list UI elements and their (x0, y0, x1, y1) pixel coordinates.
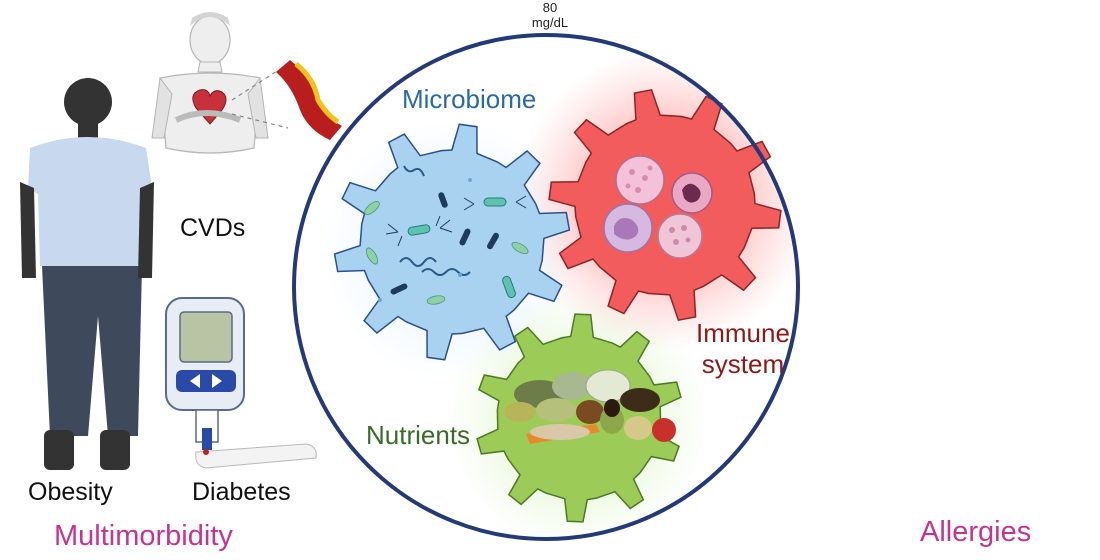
nutrients-label: Nutrients (366, 420, 471, 450)
immune-label-line2: system (701, 349, 785, 379)
immune-cell-icon (603, 155, 713, 259)
obese-person-icon (20, 78, 154, 470)
diabetes-label: Diabetes (192, 478, 291, 506)
microbiome-gear (333, 123, 571, 361)
microbiome-label: Microbiome (402, 84, 537, 114)
immune-system-gear (548, 88, 782, 322)
human-heart-icon (151, 12, 289, 154)
immune-system-label: Immune system (696, 318, 790, 380)
multimorbidity-label: Multimorbidity (54, 520, 233, 552)
allergies-label: Allergies (920, 516, 1032, 548)
meter-display: 80 mg/dL (0, 0, 1100, 30)
immune-label-line1: Immune (696, 318, 790, 348)
blood-vessel-icon (276, 60, 342, 140)
meter-value: 80 (542, 0, 558, 15)
bacteria-icon (364, 165, 529, 305)
food-pile-icon (504, 369, 676, 444)
glucose-meter-icon (165, 297, 317, 469)
central-circle-border (292, 33, 800, 541)
obesity-label: Obesity (28, 478, 113, 506)
meter-unit: mg/dL (531, 15, 569, 30)
cvds-label: CVDs (180, 214, 246, 242)
nutrients-gear (476, 313, 682, 523)
